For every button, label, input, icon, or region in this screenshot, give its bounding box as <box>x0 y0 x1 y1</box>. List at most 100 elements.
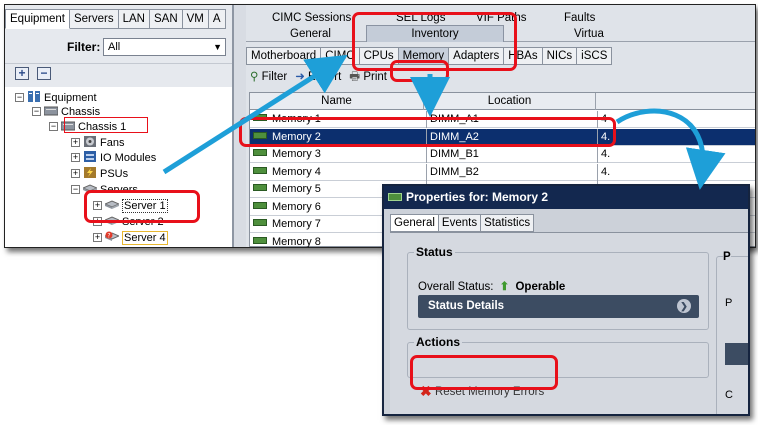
actions-group-title: Actions <box>414 335 463 349</box>
collapse-icon[interactable]: − <box>32 106 41 116</box>
highlight-server-1 <box>84 190 200 223</box>
memory-module-icon <box>253 201 267 209</box>
chassis-icon <box>44 106 58 116</box>
tab-admin[interactable]: A <box>208 9 226 29</box>
arrow-to-properties <box>615 108 726 190</box>
tab-general[interactable]: General <box>390 214 439 232</box>
properties-panel: Properties for: Memory 2 General Events … <box>382 184 750 416</box>
print-button-label: Print <box>363 71 388 83</box>
expand-all-button[interactable]: + <box>15 67 29 80</box>
tree-item-psus[interactable]: +PSUs <box>71 167 128 181</box>
memory-module-icon <box>253 131 267 139</box>
arrow-to-inventory <box>162 54 348 175</box>
tree-item-chassis-1[interactable]: −Chassis 1 <box>49 120 126 134</box>
tab-iscsi[interactable]: iSCS <box>577 47 613 65</box>
expand-icon[interactable]: + <box>93 200 102 210</box>
cell-location: DIMM_B2 <box>426 163 594 181</box>
tab-san[interactable]: SAN <box>149 9 183 29</box>
properties-body: Status Overall Status: ⬆ Operable Action… <box>390 232 748 414</box>
column-header-location[interactable]: Location <box>424 93 596 110</box>
tab-motherboard[interactable]: Motherboard <box>246 47 322 65</box>
tab-servers[interactable]: Servers <box>69 9 119 29</box>
filter-row: Filter: All ▼ <box>5 35 232 59</box>
cell-name: Memory 7 <box>250 216 424 233</box>
status-details-bar[interactable]: Status Details ❯ <box>418 295 699 318</box>
status-group-title: Status <box>414 245 455 259</box>
memory-module-icon <box>253 184 267 191</box>
tab-sel-logs[interactable]: SEL Logs <box>396 12 446 24</box>
expand-icon[interactable]: + <box>71 137 80 147</box>
tab-inventory[interactable]: Inventory <box>366 25 504 42</box>
nav-tabs: Equipment Servers LAN SAN VM A <box>5 9 226 29</box>
tree-item-chassis[interactable]: −Chassis <box>32 105 100 119</box>
tab-nics[interactable]: NICs <box>542 47 578 65</box>
collapse-icon[interactable]: − <box>15 92 24 102</box>
collapse-icon[interactable]: − <box>49 121 58 131</box>
tab-virtual-paths[interactable]: Virtua <box>574 28 604 40</box>
tree-item-fans[interactable]: +Fans <box>71 136 124 150</box>
properties-title: Properties for: Memory 2 <box>406 190 549 204</box>
tab-cpus[interactable]: CPUs <box>359 47 399 65</box>
highlight-inventory-tab <box>352 12 517 71</box>
tree-label: Equipment <box>44 92 97 104</box>
tab-faults[interactable]: Faults <box>564 12 596 24</box>
tab-lan[interactable]: LAN <box>118 9 150 29</box>
tree-toolbar: + − <box>5 63 232 83</box>
tab-cimc-sessions[interactable]: CIMC Sessions <box>272 12 352 24</box>
collapse-all-button[interactable]: − <box>37 67 51 80</box>
tab-adapters[interactable]: Adapters <box>449 47 505 65</box>
cell-name-text: Memory 8 <box>272 235 321 248</box>
tab-equipment[interactable]: Equipment <box>5 9 70 29</box>
side-group-title: P <box>723 251 731 263</box>
cell-capacity: 4. <box>597 163 755 181</box>
status-group: Status Overall Status: ⬆ Operable <box>407 245 709 330</box>
expand-icon[interactable]: + <box>71 168 80 178</box>
overall-status-row: Overall Status: ⬆ Operable <box>418 279 565 293</box>
chassis-icon <box>61 121 75 131</box>
tree-item-equipment[interactable]: − Equipment <box>15 91 97 105</box>
cell-name: Memory 4 <box>250 164 424 181</box>
filter-button[interactable]: ⚲ Filter <box>250 69 287 87</box>
table-header: Name Location <box>250 93 755 110</box>
highlight-reset-memory-errors <box>410 355 558 390</box>
tab-vm[interactable]: VM <box>182 9 209 29</box>
cell-name-text: Memory 2 <box>272 130 321 143</box>
print-icon: 🖶 <box>349 71 361 83</box>
side-field-label: P <box>725 297 733 309</box>
server-warning-icon: ? <box>105 231 119 241</box>
memory-module-icon <box>253 219 267 226</box>
print-button[interactable]: 🖶 Print <box>349 69 387 87</box>
filter-button-label: Filter <box>261 71 288 83</box>
tab-statistics[interactable]: Statistics <box>481 214 535 232</box>
top-tabs-row-1: CIMC Sessions SEL Logs VIF Paths Faults <box>246 11 755 25</box>
io-module-icon <box>84 151 96 162</box>
tree-item-server-4[interactable]: +? Server 4 <box>93 231 168 245</box>
properties-title-bar: Properties for: Memory 2 <box>384 186 748 209</box>
expand-icon[interactable]: + <box>93 232 102 242</box>
overall-status-value: Operable <box>515 281 566 293</box>
cell-name-text: Memory 4 <box>272 165 321 178</box>
cell-name: Memory 8 <box>250 234 424 248</box>
chevron-down-icon[interactable]: ❯ <box>677 299 691 313</box>
cell-location: DIMM_A2 <box>426 128 594 146</box>
side-field-button[interactable] <box>725 343 748 365</box>
overall-status-label: Overall Status: <box>418 281 494 293</box>
status-details-label: Status Details <box>428 300 505 312</box>
expand-icon[interactable]: + <box>71 152 80 162</box>
tab-general[interactable]: General <box>290 28 331 40</box>
tree-item-io-modules[interactable]: +IO Modules <box>71 151 156 165</box>
collapse-icon[interactable]: − <box>71 184 80 194</box>
svg-text:?: ? <box>107 233 110 240</box>
tree-item-server-1[interactable]: +Server 1 <box>93 199 168 213</box>
cell-capacity: 4. <box>597 146 755 163</box>
actions-group: Actions <box>407 335 709 378</box>
filter-select[interactable]: All ▼ <box>103 38 226 56</box>
side-group: P P C <box>716 251 748 414</box>
tab-events[interactable]: Events <box>438 214 482 232</box>
cell-name: Memory 5 <box>250 181 424 198</box>
tree-label: Server 4 <box>122 231 168 245</box>
close-x-icon: ✖ <box>420 383 432 399</box>
